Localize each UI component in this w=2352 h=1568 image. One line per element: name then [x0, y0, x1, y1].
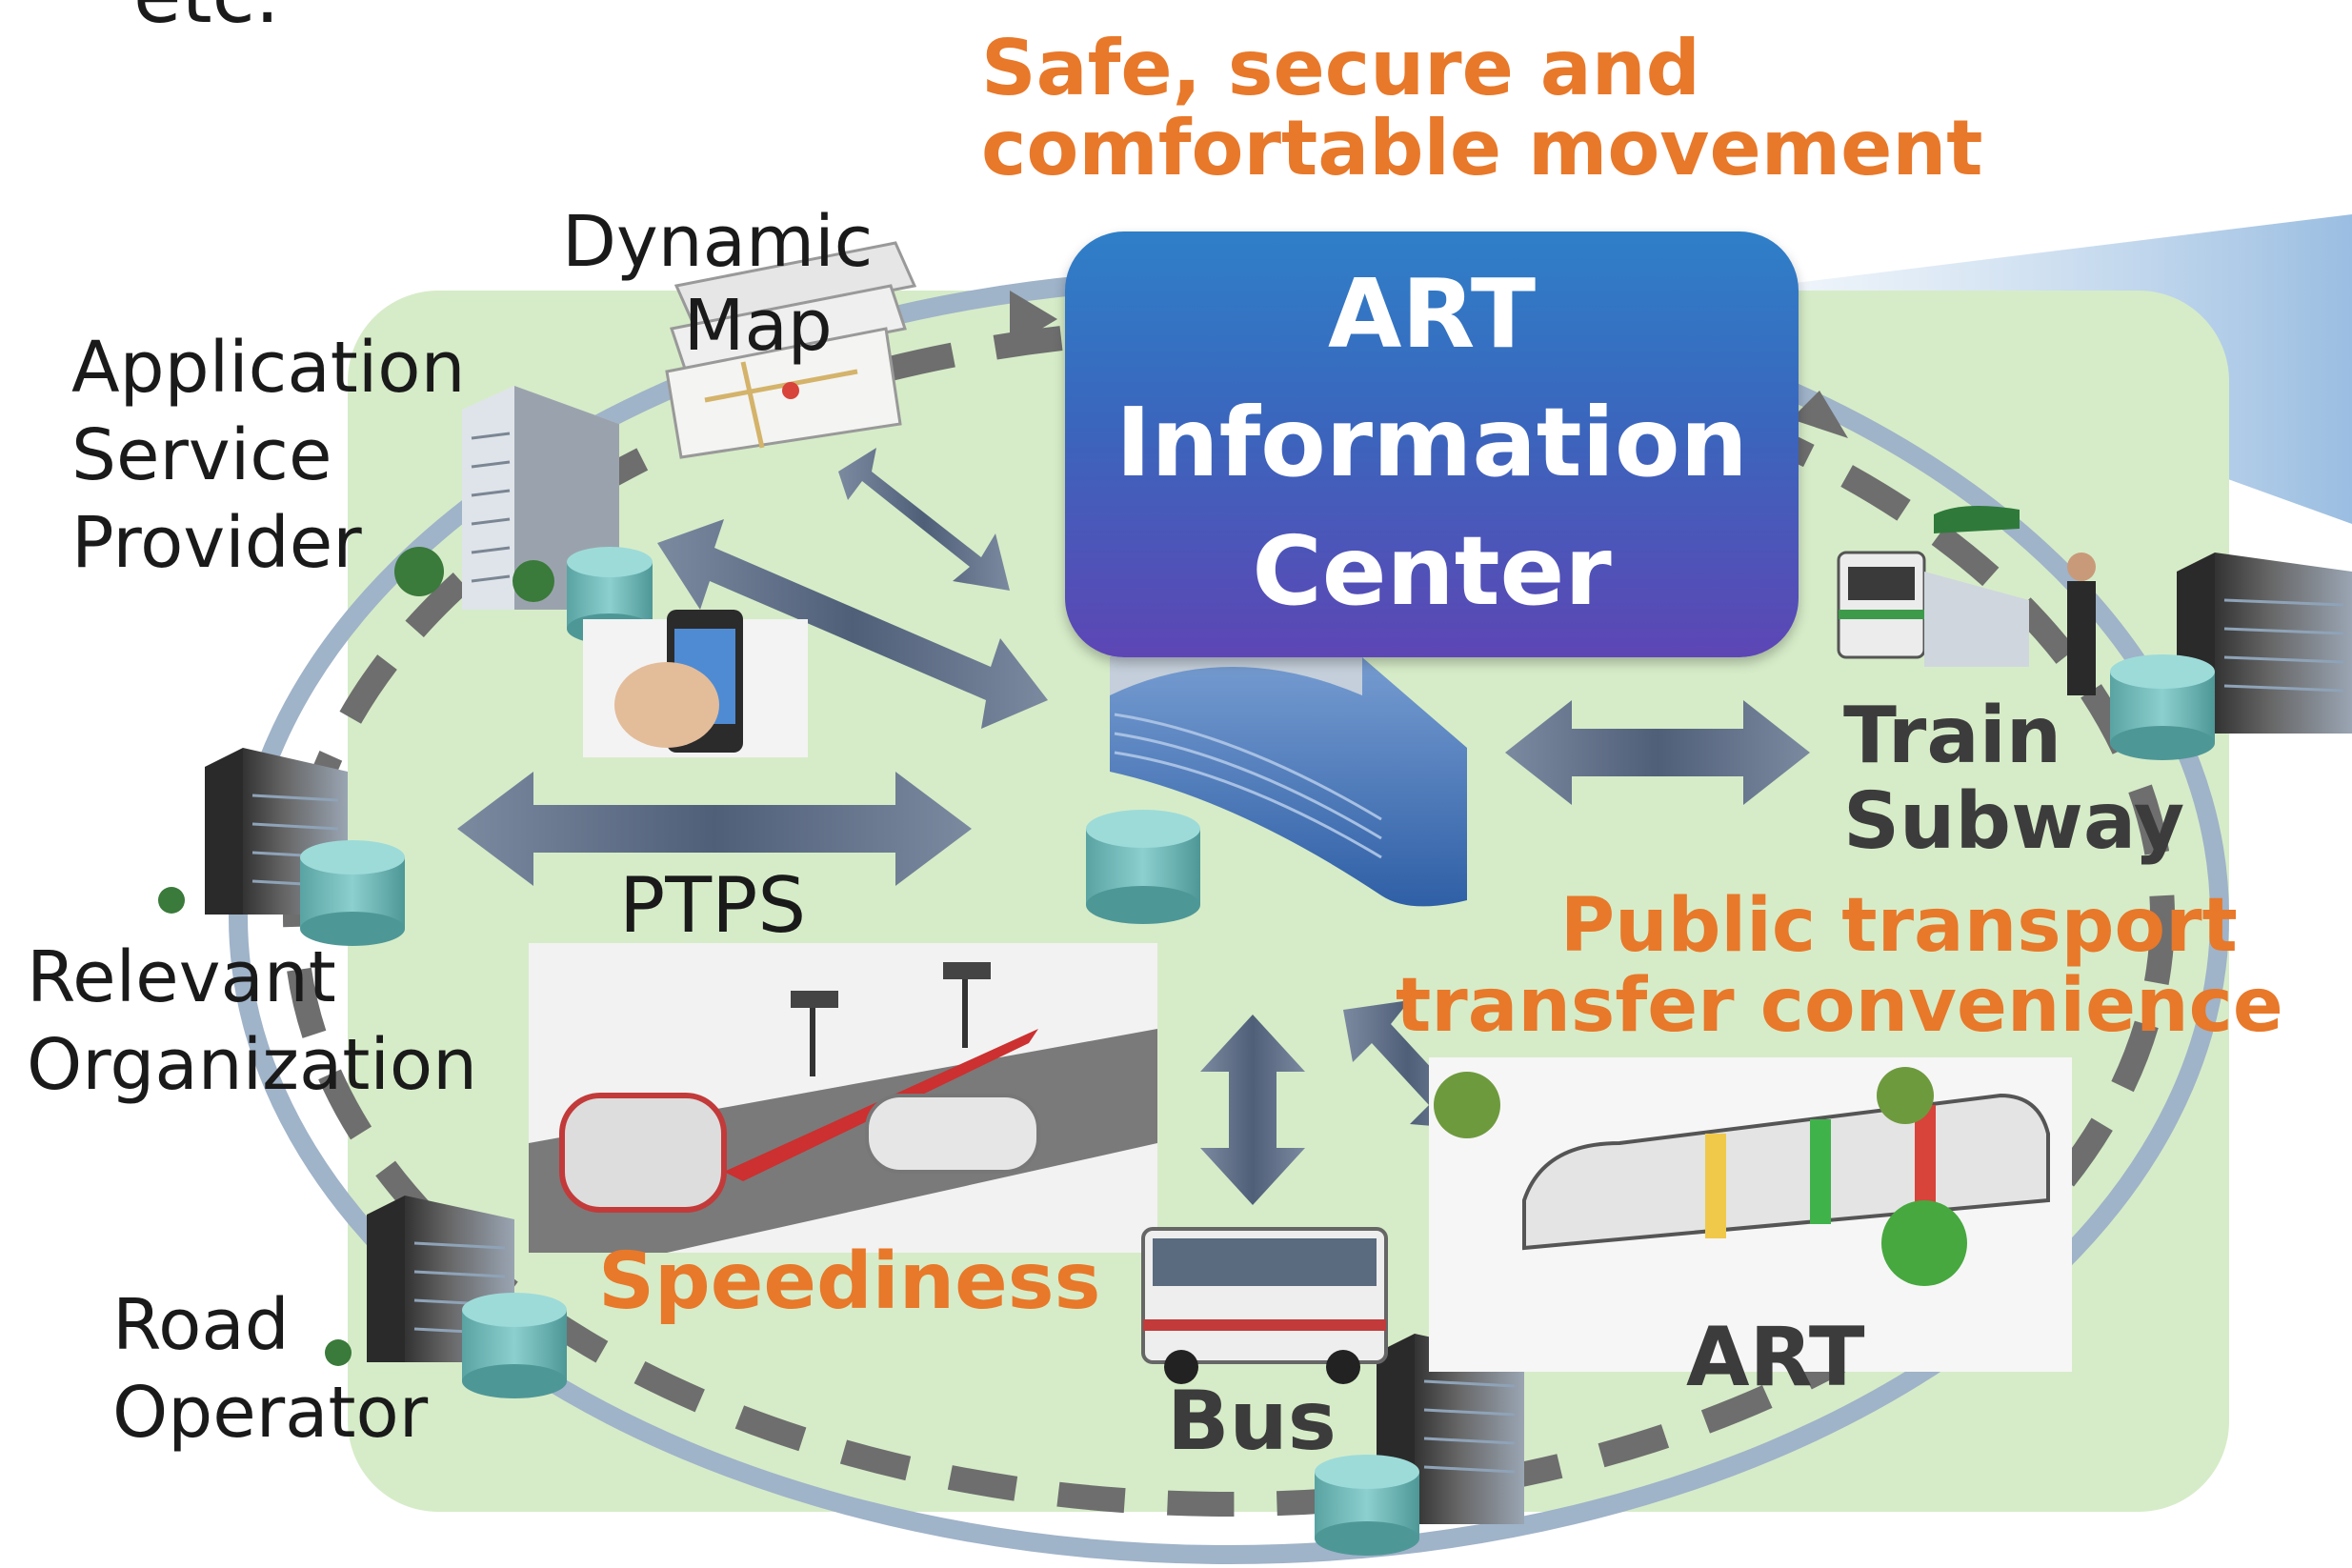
- node-road-operator: Road Operator: [112, 1281, 428, 1457]
- partial-top-text: etc.: [133, 0, 280, 40]
- art-illustration: [1429, 1057, 2072, 1372]
- relevant-org-line-2: Organization: [27, 1024, 478, 1106]
- app-service-line-3: Provider: [71, 502, 362, 584]
- loop-arrowhead-right: [1791, 391, 1848, 438]
- relevant-org-db: [300, 840, 405, 946]
- road-operator-line-1: Road: [112, 1284, 290, 1366]
- node-app-service-provider: Application Service Provider: [71, 324, 465, 587]
- app-service-line-2: Service: [71, 414, 332, 496]
- goal-speediness: Speediness: [598, 1236, 1101, 1327]
- road-operator-db: [462, 1293, 567, 1398]
- arrow-bus: [1200, 1015, 1305, 1205]
- dynamic-map-layers: [665, 241, 917, 459]
- goal-safe-line-2: comfortable movement: [981, 104, 1983, 192]
- relevant-org-line-1: Relevant: [27, 936, 336, 1018]
- node-bus: Bus: [1167, 1374, 1337, 1469]
- arrow-app-service: [657, 519, 1048, 729]
- ptps-illustration: [529, 943, 1157, 1253]
- node-dynamic-map: Dynamic Map: [562, 200, 873, 368]
- bus-illustration: [1141, 1227, 1388, 1384]
- goal-transfer-line-1: Public transport: [1559, 883, 2238, 969]
- center-line-2: Information: [1116, 387, 1748, 498]
- arrow-train: [1505, 700, 1810, 805]
- train-db: [2110, 654, 2215, 760]
- center-line-1: ART: [1327, 258, 1537, 370]
- goal-transfer-line-2: transfer convenience: [1396, 963, 2283, 1049]
- train-station: [1837, 506, 2096, 695]
- node-relevant-organization: Relevant Organization: [27, 934, 477, 1109]
- goal-transfer-convenience: Public transport transfer convenience: [1396, 886, 2283, 1046]
- train-line-2: Subway: [1843, 776, 2185, 867]
- road-operator-line-2: Operator: [112, 1372, 429, 1454]
- arrow-dynamic-map: [838, 448, 1010, 591]
- smartphone-photo: [583, 610, 808, 757]
- art-information-center: ART Information Center: [1065, 231, 1799, 657]
- dynamic-map-line-2: Map: [683, 285, 833, 367]
- bus-area-db: [1315, 1455, 1419, 1556]
- goal-safe-line-1: Safe, secure and: [981, 24, 1700, 112]
- loop-arrowhead-left: [1010, 291, 1057, 348]
- node-art: ART: [1686, 1310, 1865, 1405]
- dynamic-map-line-1: Dynamic: [562, 201, 874, 283]
- node-train-subway: Train Subway: [1843, 694, 2184, 865]
- app-service-line-1: Application: [71, 327, 466, 409]
- center-line-3: Center: [1252, 515, 1612, 627]
- label-ptps: PTPS: [619, 861, 807, 950]
- train-line-1: Train: [1843, 691, 2062, 781]
- hq-db: [1086, 810, 1200, 924]
- arrow-ptps: [457, 772, 972, 886]
- goal-safe-movement: Safe, secure and comfortable movement: [981, 29, 1983, 189]
